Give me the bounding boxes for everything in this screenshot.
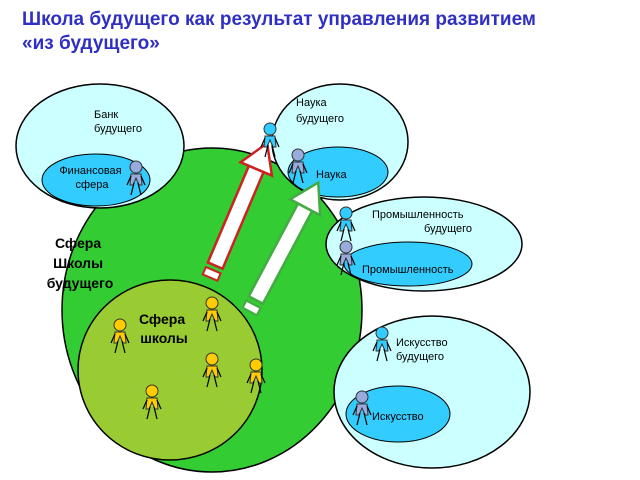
title-line-2: «из будущего» — [22, 33, 160, 54]
industry-inner-label: Промышленность — [362, 264, 454, 276]
school-sphere — [77, 279, 263, 461]
school-future-label: Сфера Школы будущего — [47, 235, 114, 291]
art-inner-label: Искусство — [372, 411, 424, 423]
finance-sphere-label: Финансовая сфера — [59, 165, 124, 191]
art-future-label: Искусство будущего — [396, 337, 451, 363]
red-arrow — [201, 140, 274, 282]
industry-future-label: Промышленность будущего — [372, 209, 472, 235]
green-arrow — [241, 180, 322, 317]
art-inner-circle — [345, 385, 451, 443]
title-line-1: Школа будущего как результат управления … — [22, 9, 536, 30]
science-inner-label: Наука — [316, 169, 347, 181]
finance-sphere-circle — [41, 153, 151, 207]
science-future-label: Наука будущего — [296, 97, 344, 125]
school-label: Сфера школы — [139, 311, 189, 346]
page-title: Школа будущего как результат управления … — [22, 8, 622, 56]
bank-future-label: Банк будущего — [94, 109, 142, 135]
